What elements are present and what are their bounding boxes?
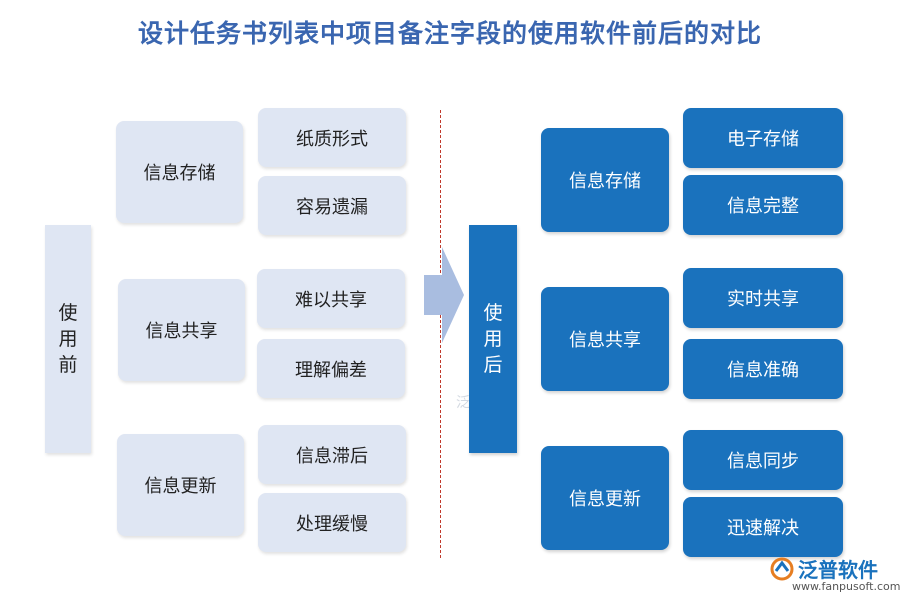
after-item-sync: 信息同步 <box>683 430 843 490</box>
after-group-update: 信息更新 <box>541 446 669 550</box>
before-item-slow: 处理缓慢 <box>258 493 406 552</box>
after-item-realtime: 实时共享 <box>683 268 843 328</box>
divider-line <box>440 110 441 558</box>
after-label: 使用后 <box>469 225 517 453</box>
before-item-omission: 容易遗漏 <box>258 176 406 235</box>
after-item-electronic: 电子存储 <box>683 108 843 168</box>
after-item-resolve: 迅速解决 <box>683 497 843 557</box>
brand-url: www.fanpusoft.com <box>792 580 900 593</box>
before-item-misunderstand: 理解偏差 <box>257 339 405 398</box>
before-label: 使用前 <box>45 225 91 453</box>
before-group-update: 信息更新 <box>117 434 244 536</box>
before-group-storage: 信息存储 <box>116 121 243 223</box>
after-item-complete: 信息完整 <box>683 175 843 235</box>
before-group-sharing: 信息共享 <box>118 279 245 381</box>
before-label-text: 使用前 <box>58 302 78 376</box>
brand-logo-icon <box>770 557 794 580</box>
brand-logo: 泛普软件 <box>770 554 878 583</box>
page-title: 设计任务书列表中项目备注字段的使用软件前后的对比 <box>137 19 762 48</box>
before-item-paper: 纸质形式 <box>258 108 406 167</box>
after-group-storage: 信息存储 <box>541 128 669 232</box>
brand-name: 泛普软件 <box>798 558 878 582</box>
transition-arrow-icon <box>424 247 464 343</box>
after-group-sharing: 信息共享 <box>541 287 669 391</box>
after-label-text: 使用后 <box>483 302 503 376</box>
before-item-hard-share: 难以共享 <box>257 269 405 328</box>
before-item-lag: 信息滞后 <box>258 425 406 484</box>
after-item-accurate: 信息准确 <box>683 339 843 399</box>
